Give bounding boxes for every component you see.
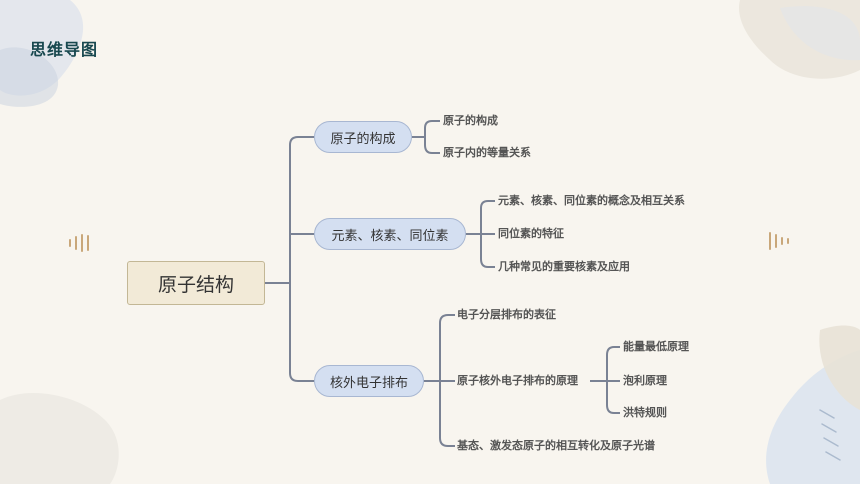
leaf-node: 同位素的特征 (498, 227, 564, 240)
branch-node-electron-configuration: 核外电子排布 (314, 365, 424, 397)
branch-node-elements-nuclides-isotopes: 元素、核素、同位素 (314, 218, 466, 250)
leaf-node: 电子分层排布的表征 (457, 308, 556, 321)
branch-node-atomic-composition: 原子的构成 (314, 121, 412, 153)
page-title: 思维导图 (30, 40, 99, 59)
leaf-node: 泡利原理 (623, 374, 667, 387)
leaf-node: 原子内的等量关系 (443, 146, 531, 159)
leaf-node: 能量最低原理 (623, 340, 689, 353)
leaf-node: 洪特规则 (623, 406, 667, 419)
leaf-node: 基态、激发态原子的相互转化及原子光谱 (457, 439, 655, 452)
subbranch-node: 原子核外电子排布的原理 (457, 374, 578, 387)
leaf-node: 几种常见的重要核素及应用 (498, 260, 630, 273)
leaf-node: 元素、核素、同位素的概念及相互关系 (498, 194, 685, 207)
leaf-node: 原子的构成 (443, 114, 498, 127)
root-node: 原子结构 (127, 261, 265, 305)
